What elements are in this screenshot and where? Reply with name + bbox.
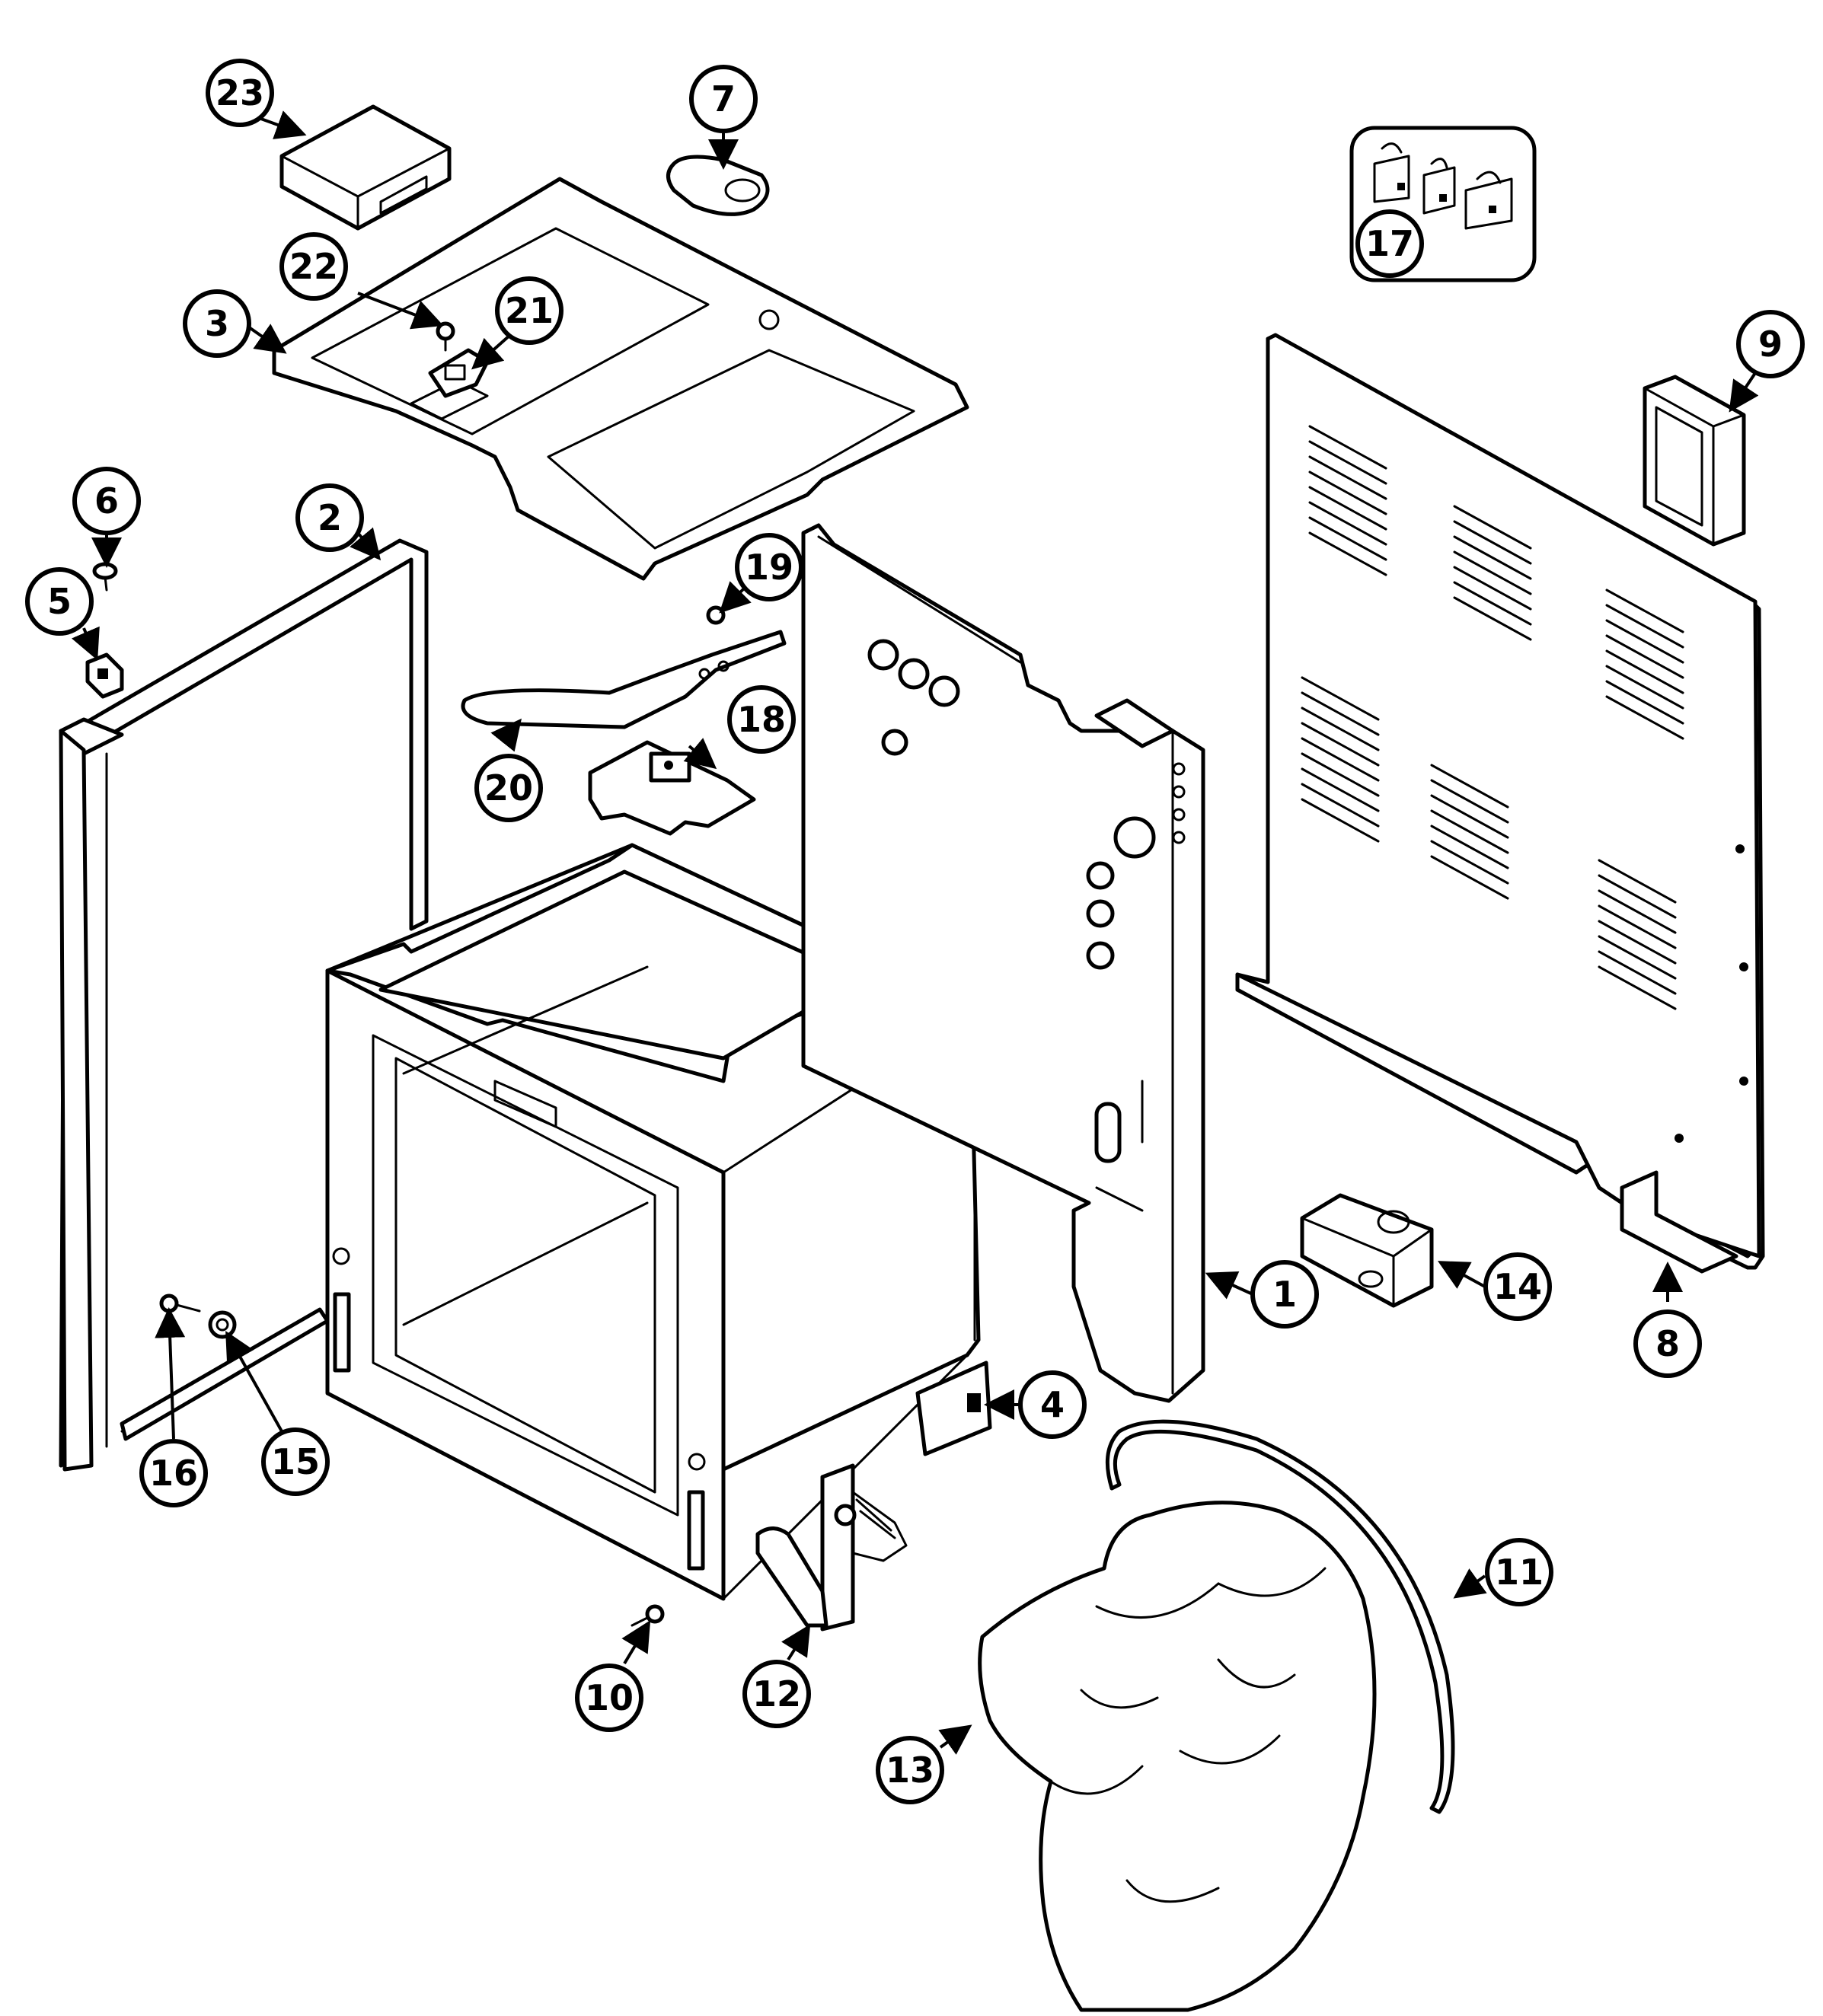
callout-23: 23 bbox=[206, 59, 274, 127]
part-10-screw bbox=[631, 1604, 665, 1627]
part-14-bracket bbox=[1300, 1193, 1434, 1308]
svg-text:22: 22 bbox=[289, 246, 338, 287]
svg-text:7: 7 bbox=[711, 78, 736, 120]
svg-text:9: 9 bbox=[1758, 324, 1783, 365]
part-11-gasket bbox=[1105, 1419, 1455, 1814]
callout-16: 16 bbox=[139, 1439, 208, 1507]
part-3-top-panel bbox=[272, 177, 969, 581]
callout-14: 14 bbox=[1483, 1252, 1552, 1321]
callout-19: 19 bbox=[735, 533, 803, 601]
svg-text:17: 17 bbox=[1365, 223, 1414, 264]
callout-4: 4 bbox=[1018, 1370, 1087, 1439]
svg-text:5: 5 bbox=[47, 581, 72, 622]
callout-20: 20 bbox=[474, 754, 543, 822]
part-18-latch-bracket bbox=[588, 740, 756, 836]
part-23-control-box bbox=[279, 104, 452, 231]
part-1-side-frame bbox=[801, 523, 1205, 1403]
svg-text:16: 16 bbox=[149, 1453, 198, 1494]
svg-text:18: 18 bbox=[737, 699, 786, 740]
part-7-cap bbox=[666, 155, 770, 216]
part-16-screw bbox=[159, 1293, 201, 1313]
callout-9: 9 bbox=[1736, 310, 1805, 378]
callout-13: 13 bbox=[876, 1736, 944, 1804]
callout-22: 22 bbox=[279, 232, 348, 301]
part-9-bracket bbox=[1643, 375, 1746, 547]
svg-text:15: 15 bbox=[271, 1441, 320, 1482]
callout-7: 7 bbox=[689, 65, 758, 133]
back-panel bbox=[1235, 333, 1765, 1270]
callout-17: 17 bbox=[1355, 209, 1424, 278]
callout-8: 8 bbox=[1633, 1309, 1702, 1378]
callout-3: 3 bbox=[183, 289, 251, 358]
part-20-lever bbox=[461, 630, 787, 729]
callout-11: 11 bbox=[1485, 1538, 1553, 1606]
part-15-plug bbox=[208, 1310, 237, 1339]
callout-1: 1 bbox=[1250, 1260, 1319, 1329]
svg-text:4: 4 bbox=[1040, 1384, 1065, 1425]
part-8-bracket bbox=[1620, 1170, 1738, 1274]
svg-text:23: 23 bbox=[216, 72, 264, 113]
callout-6: 6 bbox=[72, 467, 141, 535]
svg-text:3: 3 bbox=[205, 303, 229, 344]
part-4-clip bbox=[915, 1360, 992, 1456]
svg-text:20: 20 bbox=[484, 767, 533, 809]
part-13-insulation bbox=[978, 1501, 1377, 2012]
svg-text:8: 8 bbox=[1655, 1323, 1680, 1364]
svg-text:12: 12 bbox=[752, 1673, 801, 1715]
part-19-screw bbox=[706, 605, 726, 625]
svg-text:21: 21 bbox=[505, 290, 554, 331]
svg-text:11: 11 bbox=[1495, 1552, 1544, 1593]
callouts: 23 7 3 22 21 17 9 2 bbox=[25, 59, 1805, 1804]
svg-text:10: 10 bbox=[585, 1677, 634, 1718]
callout-12: 12 bbox=[742, 1660, 811, 1728]
callout-10: 10 bbox=[575, 1664, 643, 1732]
callout-18: 18 bbox=[727, 685, 796, 754]
svg-text:6: 6 bbox=[94, 480, 119, 522]
part-12-hinge bbox=[755, 1463, 908, 1632]
svg-text:2: 2 bbox=[318, 497, 342, 538]
callout-21: 21 bbox=[495, 276, 564, 345]
leader-lines bbox=[72, 110, 1759, 1755]
callout-5: 5 bbox=[25, 567, 94, 636]
part-5-clip bbox=[85, 652, 124, 699]
svg-text:14: 14 bbox=[1493, 1266, 1542, 1307]
part-6-screw bbox=[92, 562, 118, 592]
svg-text:1: 1 bbox=[1272, 1274, 1297, 1315]
callout-15: 15 bbox=[261, 1427, 330, 1496]
svg-text:19: 19 bbox=[745, 547, 793, 588]
svg-text:13: 13 bbox=[886, 1750, 934, 1791]
callout-2: 2 bbox=[295, 483, 364, 552]
